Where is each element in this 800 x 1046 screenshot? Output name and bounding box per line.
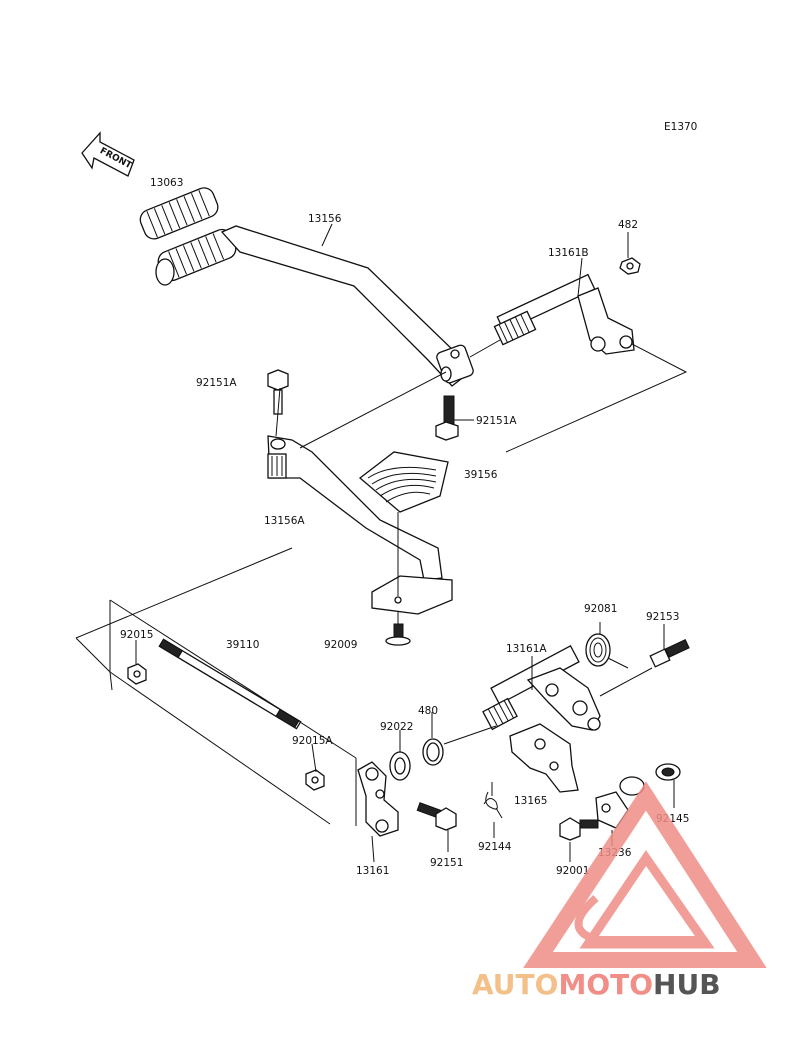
watermark-logo-icon	[523, 781, 767, 968]
watermark-part-hub: HUB	[653, 968, 721, 1001]
label-92151A-top: 92151A	[196, 377, 237, 389]
watermark-part-moto: MOTO	[558, 968, 653, 1001]
grip-rubber	[139, 187, 219, 240]
shift-lever-arm	[220, 225, 471, 387]
label-13165: 13165	[514, 795, 547, 807]
shift-rod	[158, 638, 302, 730]
shift-shaft-13161B	[493, 273, 635, 355]
label-92015: 92015	[120, 629, 153, 641]
shift-arm-13161	[357, 761, 399, 837]
label-92081: 92081	[584, 603, 617, 615]
svg-text:AUTOMOTOHUB: AUTOMOTOHUB	[472, 968, 721, 1001]
label-92151: 92151	[430, 857, 463, 869]
nut-92015	[127, 663, 147, 685]
plate-13165	[509, 723, 579, 793]
bolt-92151A-top	[267, 369, 289, 415]
nut-92015A	[305, 769, 325, 791]
label-482: 482	[618, 219, 638, 231]
label-13161B: 13161B	[548, 247, 589, 259]
watermark-text: AUTOMOTOHUB	[472, 968, 721, 1001]
bolt-92009	[385, 623, 411, 646]
collar-92145	[655, 763, 681, 781]
label-92015A: 92015A	[292, 735, 333, 747]
label-13161A: 13161A	[506, 643, 547, 655]
watermark-part-auto: AUTO	[472, 968, 558, 1001]
shift-pedal-grip	[155, 228, 237, 286]
bolt-92001	[559, 817, 599, 841]
label-13156: 13156	[308, 213, 342, 225]
pawl-13236	[595, 776, 645, 829]
label-39156: 39156	[464, 469, 498, 481]
label-92001: 92001	[556, 865, 589, 877]
label-92144: 92144	[478, 841, 512, 853]
label-39110: 39110	[226, 639, 259, 651]
nut-482	[619, 257, 641, 275]
label-13156A: 13156A	[264, 515, 305, 527]
label-480: 480	[418, 705, 438, 717]
bolt-92151A-mid	[435, 395, 459, 441]
spring-92081	[585, 633, 629, 669]
label-92009: 92009	[324, 639, 357, 651]
label-13063: 13063	[150, 177, 183, 189]
bolt-92151	[416, 802, 457, 831]
label-13161: 13161	[356, 865, 389, 877]
shift-shaft-13161A	[482, 645, 601, 731]
diagram-code: E1370	[664, 121, 697, 133]
spring-92144	[483, 782, 503, 819]
front-arrow-icon: FRONT	[81, 131, 135, 177]
label-92022: 92022	[380, 721, 413, 733]
bolt-92153	[649, 639, 690, 668]
brake-pedal-pad	[358, 451, 449, 513]
label-92151A-mid: 92151A	[476, 415, 517, 427]
label-92153: 92153	[646, 611, 679, 623]
